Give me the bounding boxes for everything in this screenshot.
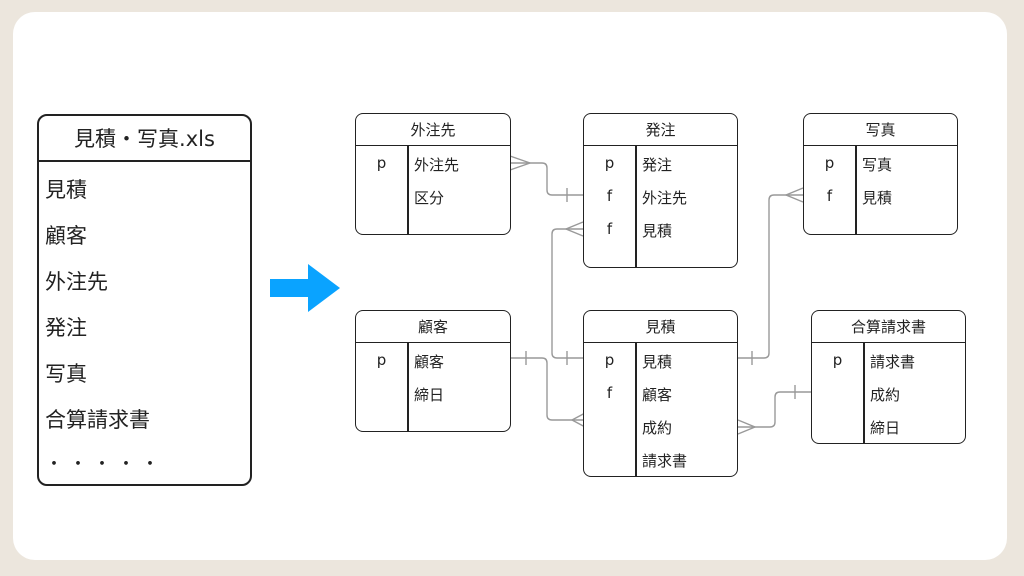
entity-title: 顧客 — [356, 311, 510, 343]
field-name: 顧客 — [642, 386, 673, 404]
excel-file-box: 見積・写真.xls 見積 顧客 外注先 発注 写真 合算請求書 ・・・・・ — [37, 114, 252, 486]
entity-title: 写真 — [804, 114, 957, 146]
crowfoot-icon — [784, 187, 804, 203]
relation-line — [510, 357, 583, 421]
sheet-item: 合算請求書 — [45, 408, 150, 432]
field-name: 写真 — [862, 156, 893, 174]
relation-line — [738, 391, 811, 428]
field-name: 発注 — [642, 156, 673, 174]
entity-hatchu: 発注 p 発注 f 外注先 f 見積 — [583, 113, 738, 268]
sheet-item: 顧客 — [45, 224, 87, 248]
file-title: 見積・写真.xls — [39, 116, 250, 162]
key-marker: f — [606, 220, 613, 238]
key-marker: p — [604, 351, 615, 369]
field-name: 請求書 — [870, 353, 916, 371]
key-marker: f — [606, 384, 613, 402]
field-name: 外注先 — [414, 156, 460, 174]
field-name: 見積 — [642, 222, 673, 240]
key-marker: p — [604, 154, 615, 172]
crowfoot-icon — [737, 419, 757, 435]
field-name: 顧客 — [414, 353, 445, 371]
field-name: 成約 — [870, 386, 901, 404]
key-marker: p — [376, 154, 387, 172]
entity-mitsumori: 見積 p 見積 f 顧客 成約 請求書 — [583, 310, 738, 477]
crowfoot-icon — [564, 221, 584, 237]
entity-title: 見積 — [584, 311, 737, 343]
relation-line — [738, 194, 803, 359]
field-name: 見積 — [642, 353, 673, 371]
field-name: 外注先 — [642, 189, 688, 207]
relation-line — [551, 228, 583, 359]
crowfoot-icon — [570, 411, 588, 429]
sheet-item: 外注先 — [45, 270, 108, 294]
entity-gaichusaki: 外注先 p 外注先 区分 — [355, 113, 511, 235]
key-marker: p — [824, 154, 835, 172]
field-name: 締日 — [870, 419, 901, 437]
entity-shashin: 写真 p 写真 f 見積 — [803, 113, 958, 235]
field-name: 区分 — [414, 189, 445, 207]
crowfoot-icon — [509, 155, 533, 171]
relation-line — [510, 162, 583, 196]
key-marker: f — [826, 187, 833, 205]
field-name: 成約 — [642, 419, 673, 437]
sheet-item: 見積 — [45, 178, 87, 202]
entity-title: 外注先 — [356, 114, 510, 146]
entity-title: 合算請求書 — [812, 311, 965, 343]
key-marker: p — [376, 351, 387, 369]
field-name: 請求書 — [642, 452, 688, 470]
right-arrow-icon — [270, 264, 340, 312]
key-marker: p — [832, 351, 843, 369]
entity-kokyaku: 顧客 p 顧客 締日 — [355, 310, 511, 432]
sheet-ellipsis: ・・・・・ — [45, 454, 165, 475]
key-marker: f — [606, 187, 613, 205]
entity-gassan-seikyusho: 合算請求書 p 請求書 成約 締日 — [811, 310, 966, 444]
sheet-item: 発注 — [45, 316, 87, 340]
entity-title: 発注 — [584, 114, 737, 146]
field-name: 締日 — [414, 386, 445, 404]
sheet-item: 写真 — [45, 362, 87, 386]
field-name: 見積 — [862, 189, 893, 207]
